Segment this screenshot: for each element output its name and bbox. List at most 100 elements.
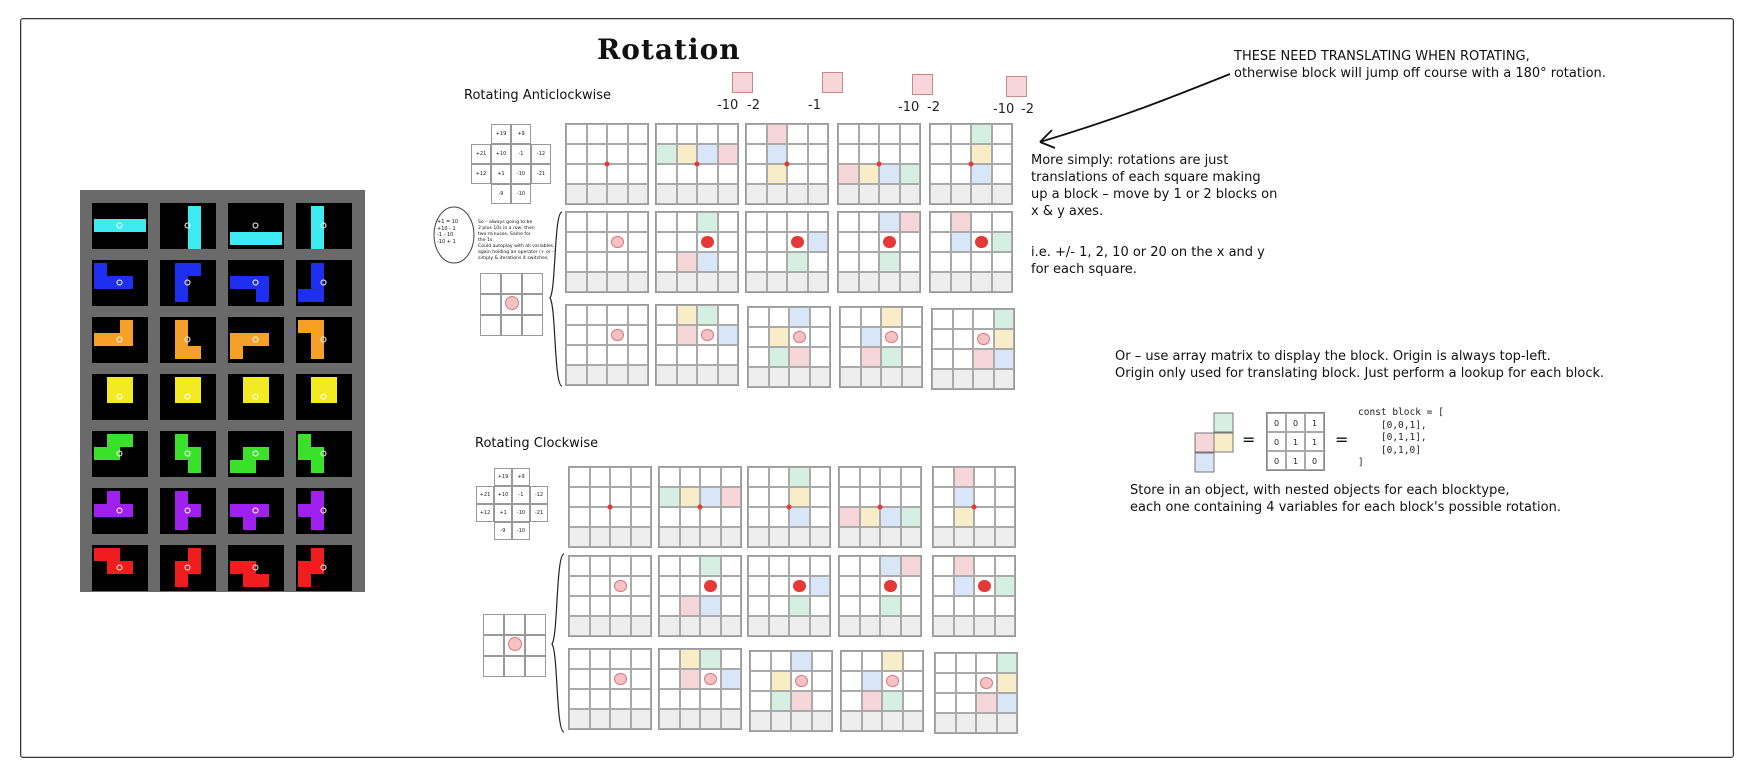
grid-cell (971, 252, 992, 272)
tetromino-tile (296, 260, 352, 306)
grid-cell (746, 232, 767, 252)
rotation-grid (655, 123, 739, 205)
grid-cell (955, 693, 976, 713)
grid-cell (676, 124, 697, 144)
grid-cell (627, 252, 648, 272)
grid-cell (994, 507, 1015, 527)
grid-cell (656, 212, 677, 232)
grid-cell (717, 345, 738, 365)
grid-cell (770, 691, 791, 711)
grid-cell (748, 556, 769, 576)
grid-cell (748, 487, 769, 507)
grid-cell (586, 345, 607, 365)
grid-cell (994, 527, 1015, 547)
tetromino-tile (296, 545, 352, 591)
origin-dot (974, 235, 988, 249)
grid-cell (950, 184, 971, 204)
grid-cell (679, 709, 700, 729)
grid-cell (607, 232, 628, 252)
grid-cell (607, 325, 628, 345)
page-title: Rotation (597, 33, 741, 66)
origin-dot (703, 579, 717, 593)
pivot-point (971, 504, 977, 510)
grid-cell (991, 164, 1012, 184)
grid-cell (858, 272, 879, 292)
grid-cell (994, 576, 1015, 596)
origin-dot (504, 296, 519, 310)
matrix-cell: 1 (1286, 451, 1305, 470)
grid-cell (809, 527, 830, 547)
rotation-grid (838, 466, 922, 548)
grid-cell (607, 365, 628, 385)
offset-cell (525, 635, 546, 656)
grid-cell (659, 467, 680, 487)
rotation-grid (658, 648, 742, 730)
grid-cell (841, 651, 862, 671)
rotation-grid (565, 304, 649, 386)
grid-cell (697, 252, 718, 272)
grid-cell (748, 596, 769, 616)
grid-cell (881, 347, 902, 367)
grid-cell (679, 649, 700, 669)
grid-cell (676, 212, 697, 232)
pivot-point (968, 161, 974, 167)
tetromino-tile (228, 374, 284, 420)
grid-cell (770, 671, 791, 691)
rotation-grid (568, 466, 652, 548)
grid-cell (569, 649, 590, 669)
matrix-cell: 1 (1305, 413, 1324, 432)
grid-cell (676, 144, 697, 164)
grid-cell (586, 124, 607, 144)
grid-cell (766, 212, 787, 232)
grid-cell (627, 184, 648, 204)
grid-cell (697, 232, 718, 252)
grid-cell (720, 467, 741, 487)
grid-cell (586, 184, 607, 204)
grid-cell (787, 184, 808, 204)
rotation-grid (931, 308, 1015, 390)
grid-cell (930, 164, 951, 184)
grid-cell (566, 164, 587, 184)
grid-cell (679, 467, 700, 487)
grid-cell (589, 527, 610, 547)
grid-cell (589, 556, 610, 576)
grid-cell (700, 596, 721, 616)
pivot-point (876, 161, 882, 167)
grid-cell (656, 124, 677, 144)
pivot-point (607, 504, 613, 510)
grid-cell (720, 556, 741, 576)
grid-cell (974, 556, 995, 576)
grid-cell (953, 527, 974, 547)
grid-cell (933, 576, 954, 596)
grid-cell (586, 365, 607, 385)
rotation-grid (749, 650, 833, 732)
grid-cell (882, 671, 903, 691)
grid-cell (607, 345, 628, 365)
grid-cell (789, 576, 810, 596)
grid-cell (766, 232, 787, 252)
grid-cell (879, 184, 900, 204)
grid-cell (748, 327, 769, 347)
grid-cell (880, 507, 901, 527)
grid-cell (676, 184, 697, 204)
grid-cell (809, 556, 830, 576)
grid-cell (659, 669, 680, 689)
grid-cell (900, 576, 921, 596)
grid-cell (679, 527, 700, 547)
grid-cell (630, 596, 651, 616)
offset-cell: -10 (511, 164, 531, 184)
brace (551, 553, 565, 733)
grid-cell (899, 272, 920, 292)
offset-value: -10 (993, 102, 1015, 117)
grid-cell (676, 365, 697, 385)
grid-cell (838, 212, 859, 232)
grid-cell (656, 325, 677, 345)
grid-cell (748, 527, 769, 547)
grid-cell (630, 527, 651, 547)
grid-cell (607, 184, 628, 204)
code-snippet: const block = [ [0,0,1], [0,1,1], [0,1,0… (1358, 407, 1444, 468)
grid-cell (809, 327, 830, 347)
grid-cell (627, 345, 648, 365)
grid-cell (838, 184, 859, 204)
